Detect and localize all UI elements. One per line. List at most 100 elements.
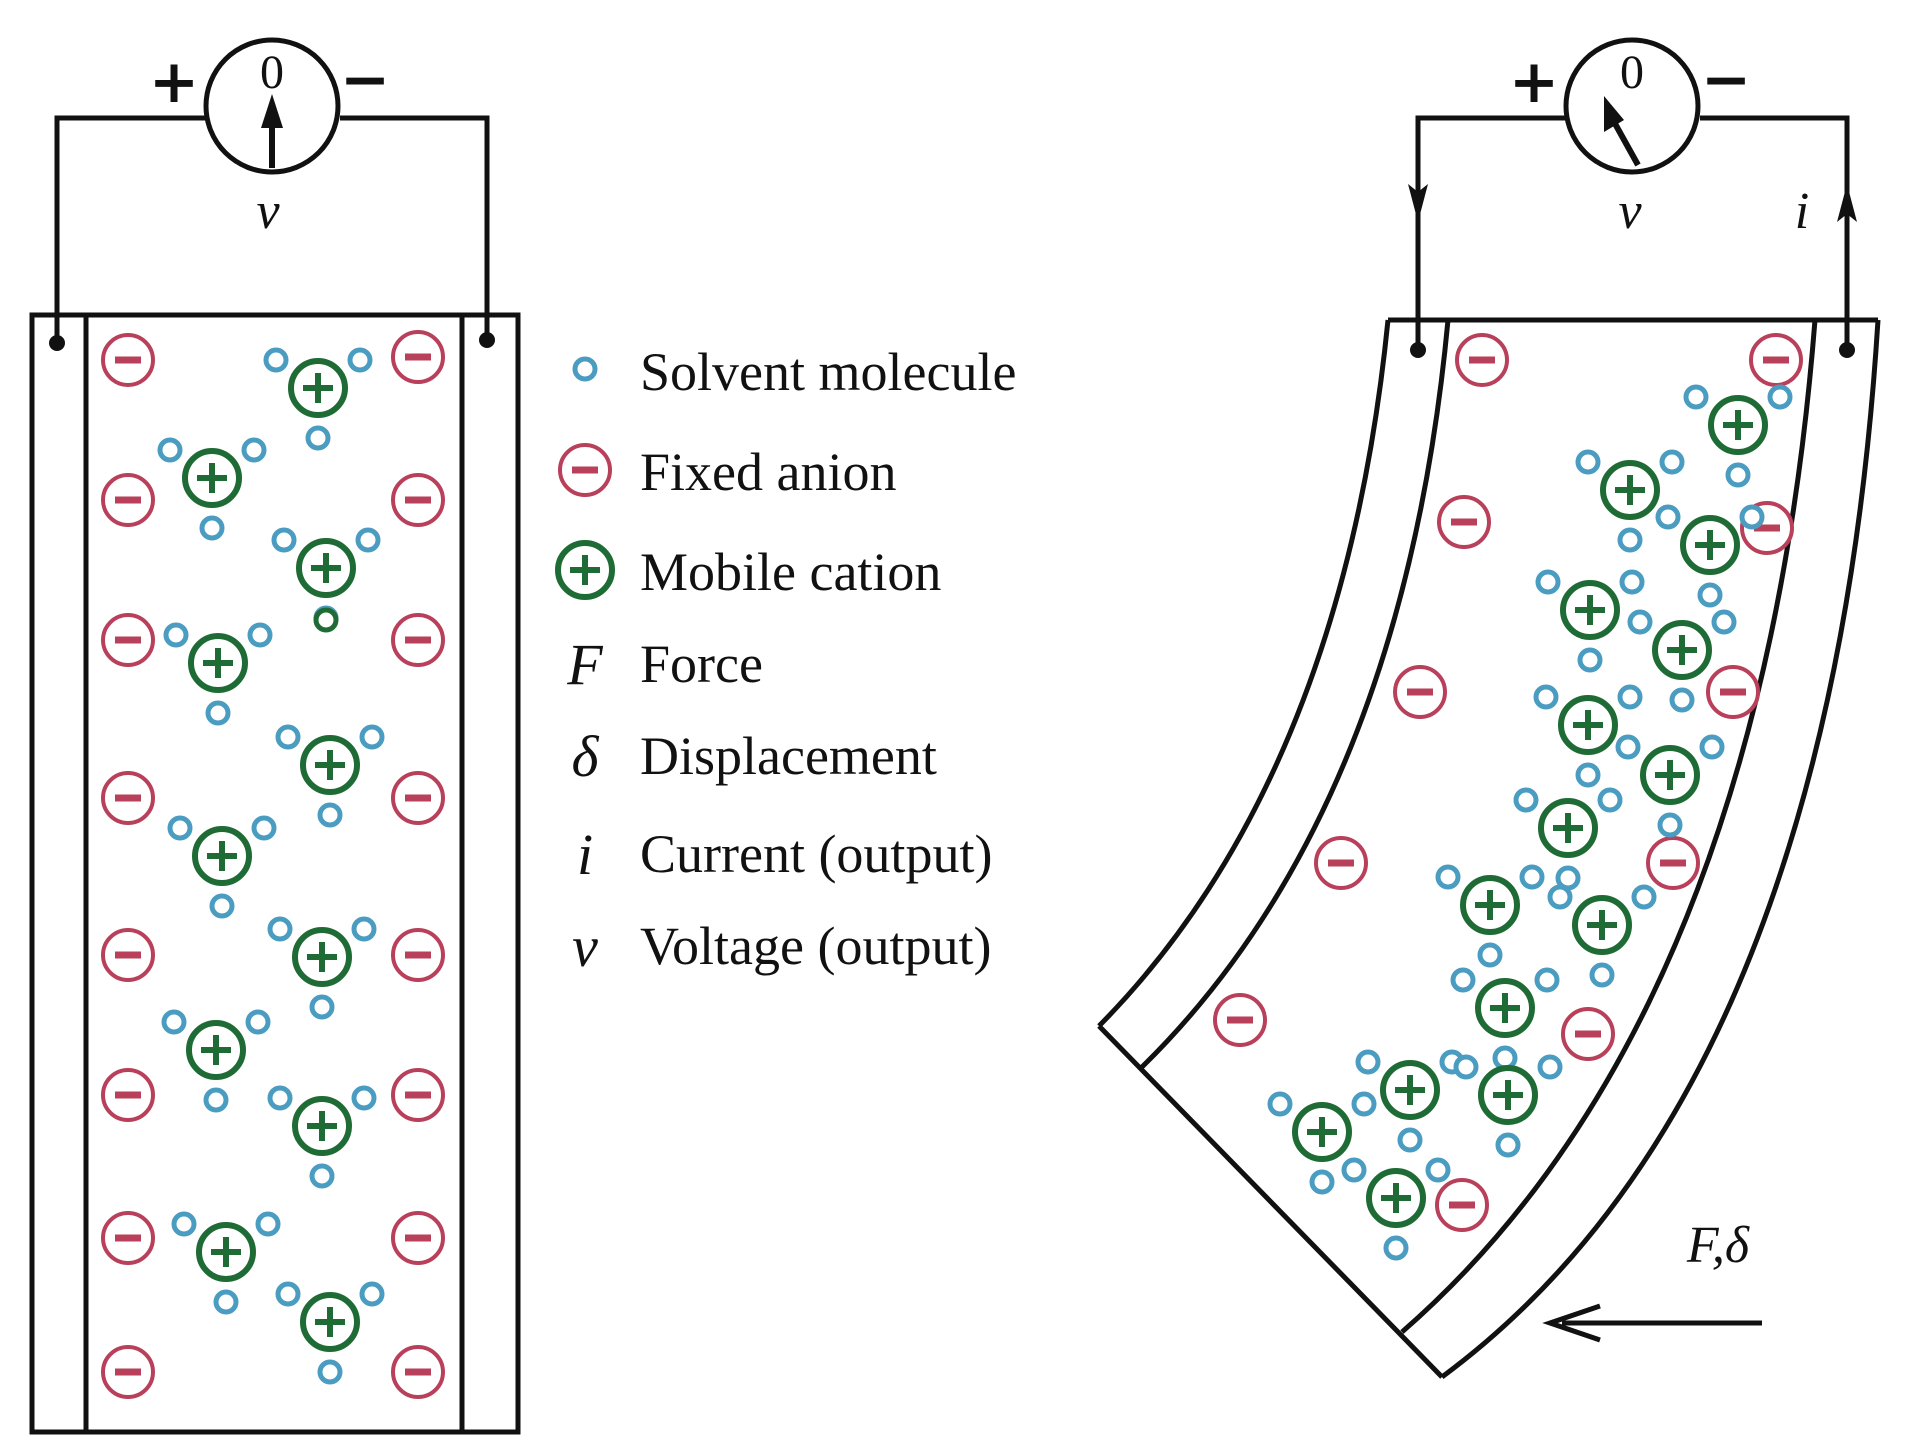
mobile-cation-icon [1366,1168,1426,1228]
solvent-molecule-icon [1615,734,1641,760]
fixed-anion-icon [391,613,445,667]
bent-membrane-outer-right [1440,319,1881,1380]
bent-right-wire [1700,115,1850,350]
solvent-molecule-icon [1534,967,1560,993]
right-panel: 0 + − v i F,δ [1097,37,1881,1380]
right-voltmeter: 0 + − v i [1509,37,1809,240]
fixed-anion-icon [391,1211,445,1265]
solvent-molecule-icon [1627,609,1653,635]
mobile-cation-icon [1560,580,1620,640]
fixed-anion-icon [101,613,155,667]
fixed-anion-icon [391,1068,445,1122]
solvent-molecule-icon [1739,504,1765,530]
left-plus-sign: + [149,47,199,117]
mobile-cation-icon [1292,1102,1352,1162]
solvent-molecule-icon [1513,787,1539,813]
mobile-cation-icon [192,826,252,886]
fixed-anion-icon [1455,333,1509,387]
solvent-molecule-icon [271,527,297,553]
solvent-molecule-icon [1589,962,1615,988]
solvent-molecule-icon [305,425,331,451]
solvent-molecule-icon [313,607,339,633]
mobile-cation-icon [1640,745,1700,805]
bent-membrane-inner-left [1140,319,1451,1069]
left-voltmeter-needle-head [261,94,283,128]
fixed-anion-icon [391,928,445,982]
mobile-cation-icon [1680,515,1740,575]
bent-right-terminal-dot [1839,342,1855,358]
fixed-anion-icon [391,330,445,384]
solvent-molecule-icon [1669,687,1695,713]
solvent-molecule-icon [309,994,335,1020]
fixed-anion-icon [391,473,445,527]
fixed-anion-icon [101,1211,155,1265]
fixed-anion-icon [1437,495,1491,549]
solvent-molecule-icon [255,1211,281,1237]
solvent-molecule-icon [1655,504,1681,530]
solvent-molecule-icon [1267,1091,1293,1117]
bent-left-wire [1415,115,1565,350]
fixed-anion-icon [558,443,612,497]
solvent-molecule-icon [241,437,267,463]
mobile-cation-icon [186,1020,246,1080]
legend-label: Mobile cation [640,542,941,602]
solvent-molecule-icon [1453,1054,1479,1080]
bent-membrane-bottom-edge [1097,1024,1444,1379]
fixed-anion-icon [101,333,155,387]
force-displacement-label: F,δ [1686,1217,1750,1274]
right-ions [1213,333,1803,1261]
fixed-anion-icon [101,473,155,527]
solvent-molecule-icon [1425,1157,1451,1183]
solvent-molecule-icon [1533,684,1559,710]
mobile-cation-icon [296,538,356,598]
bent-membrane-outer-left [1097,319,1391,1028]
right-voltmeter-needle-head [1604,96,1624,132]
solvent-molecule-icon [205,700,231,726]
solvent-molecule-icon [275,1281,301,1307]
solvent-molecule-icon [317,802,343,828]
solvent-molecule-icon [263,347,289,373]
right-voltmeter-zero: 0 [1620,46,1644,99]
left-terminal-dot [49,335,65,351]
solvent-molecule-icon [1351,1091,1377,1117]
solvent-molecule-icon [1683,384,1709,410]
right-voltmeter-needle [1610,118,1641,167]
solvent-molecule-icon [1547,884,1573,910]
solvent-molecule-icon [572,356,598,382]
legend-label: Voltage (output) [640,916,991,976]
solvent-molecule-icon [213,1289,239,1315]
solvent-molecule-icon [351,916,377,942]
fixed-anion-icon [1213,993,1267,1047]
legend-symbol: δ [572,724,600,789]
mobile-cation-icon [1380,1060,1440,1120]
solvent-molecule-icon [1477,942,1503,968]
solvent-molecule-icon [1355,1049,1381,1075]
right-minus-sign: − [1701,45,1751,115]
legend-label: Force [640,634,763,694]
solvent-molecule-icon [1535,569,1561,595]
solvent-molecule-icon [1575,449,1601,475]
right-terminal-dot [479,332,495,348]
fixed-anion-icon [1749,333,1803,387]
mobile-cation-icon [1478,1065,1538,1125]
mobile-cation-icon [1475,978,1535,1038]
left-panel: 0 + − v [29,37,521,1435]
solvent-molecule-icon [317,1359,343,1385]
solvent-molecule-icon [245,1009,271,1035]
mobile-cation-icon [288,358,348,418]
fixed-anion-icon [1314,836,1368,890]
solvent-molecule-icon [1383,1235,1409,1261]
left-voltmeter: 0 + − v [149,37,390,240]
mobile-cation-icon [1538,798,1598,858]
fixed-anion-icon [1561,1007,1615,1061]
mobile-cation-icon [1708,395,1768,455]
solvent-molecule-icon [275,724,301,750]
force-arrow-head-icon [1542,1303,1601,1343]
solvent-molecule-icon [1711,609,1737,635]
mobile-cation-icon [300,1292,360,1352]
mobile-cation-icon [292,1096,352,1156]
solvent-molecule-icon [267,916,293,942]
solvent-molecule-icon [1617,527,1643,553]
solvent-molecule-icon [163,622,189,648]
